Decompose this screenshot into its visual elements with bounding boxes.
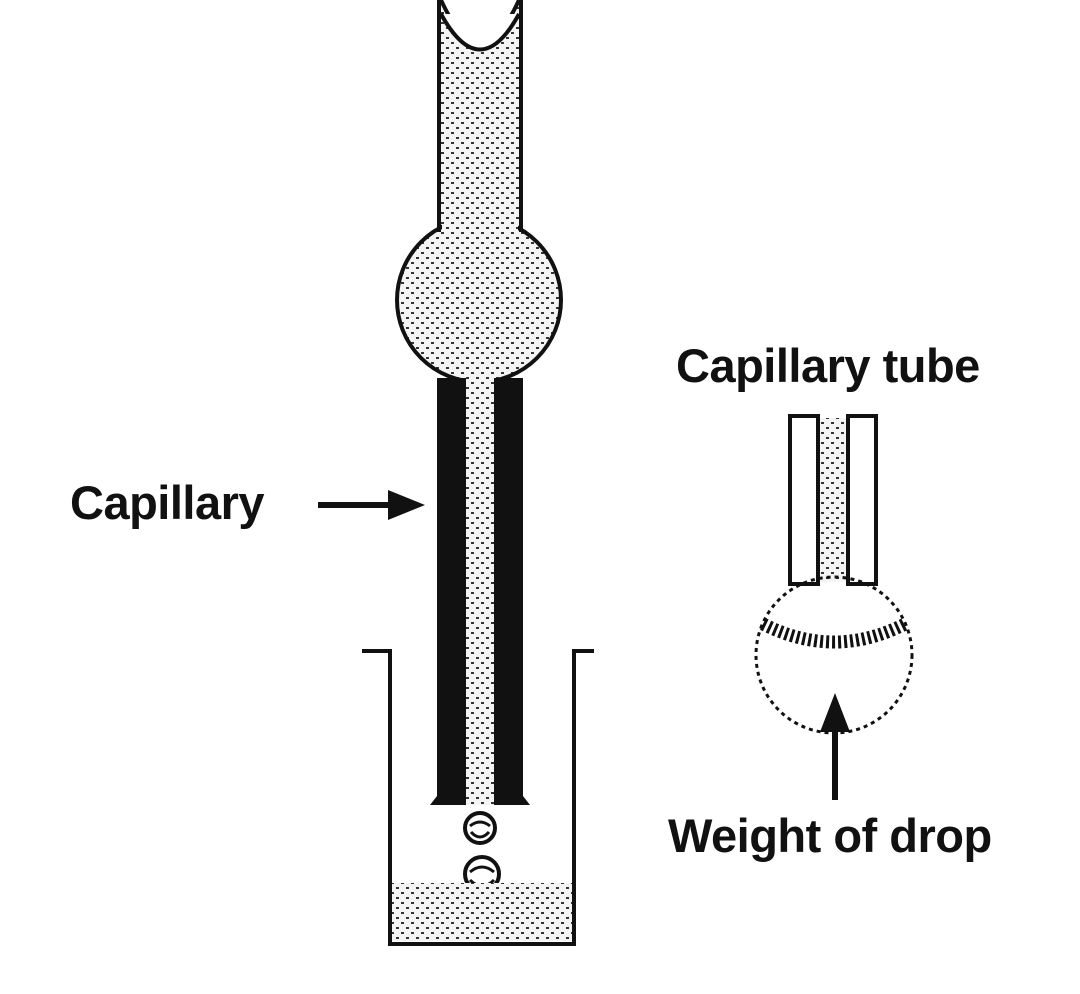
- beaker-liquid: [392, 883, 572, 941]
- beaker-outline: [362, 649, 594, 946]
- inset-bore: [820, 418, 846, 582]
- capillary-wall-right: [494, 378, 530, 805]
- stalagmometer: [395, 0, 563, 893]
- bulb: [395, 216, 563, 384]
- capillary-bore: [466, 372, 494, 805]
- capillary-tube-label: Capillary tube: [676, 339, 980, 392]
- capillary-wall-left: [430, 378, 466, 805]
- falling-drops: [463, 811, 501, 893]
- surface-tension-hatch: [760, 618, 908, 649]
- beaker: [362, 649, 594, 946]
- weight-arrow: [820, 693, 850, 800]
- inset-wall-left: [788, 414, 820, 586]
- inset-wall-right: [846, 414, 878, 586]
- meniscus: [439, 13, 521, 52]
- capillary-arrow: [318, 490, 425, 520]
- capillary-label: Capillary: [70, 476, 265, 529]
- capillary-tube-inset: [754, 414, 914, 800]
- weight-of-drop-label: Weight of drop: [668, 809, 992, 862]
